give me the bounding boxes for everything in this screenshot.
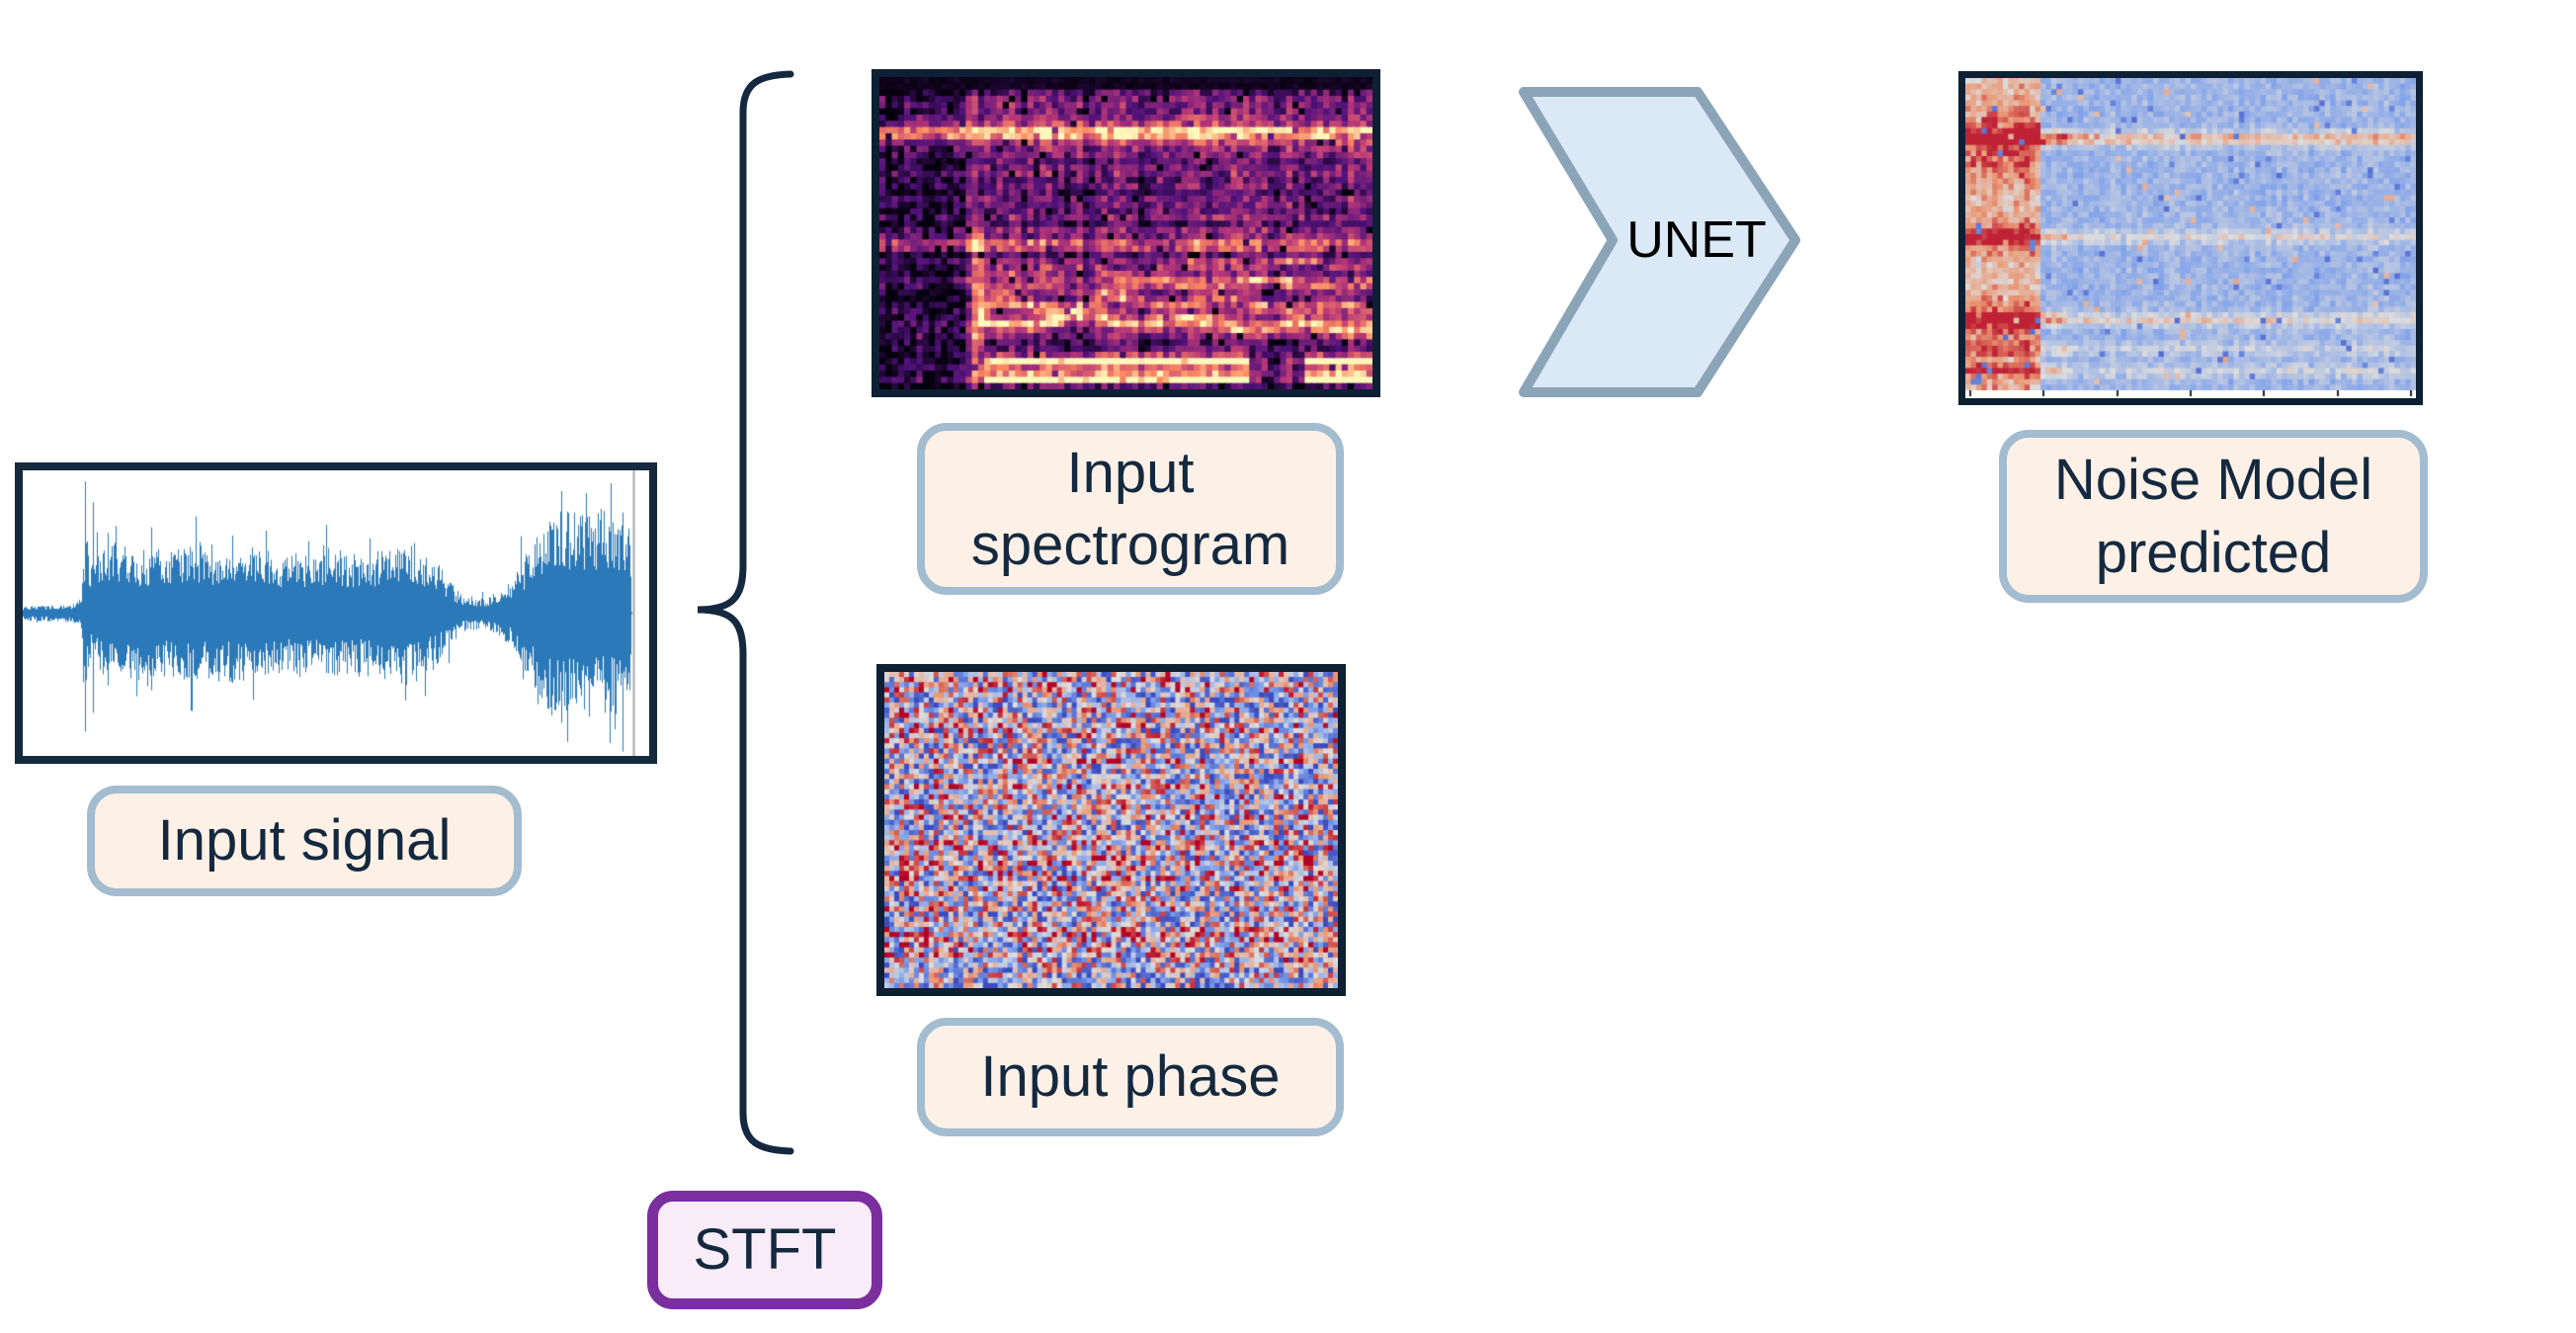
unet-label: UNET — [1626, 211, 1767, 269]
phase-heatmap — [884, 672, 1338, 988]
noise-model-heatmap — [1965, 78, 2416, 398]
input-phase-label-text: Input phase — [980, 1044, 1281, 1110]
input-phase-image — [876, 664, 1346, 996]
stft-label-text: STFT — [693, 1217, 837, 1283]
input-spectrogram-label-text: Input spectrogram — [970, 440, 1290, 577]
unet-arrow — [1519, 87, 1800, 397]
waveform-image — [23, 470, 649, 756]
input-phase-label: Input phase — [917, 1018, 1344, 1136]
input-signal-label: Input signal — [87, 786, 522, 896]
noise-model-label-text: Noise Model predicted — [2053, 448, 2373, 585]
brace-path — [697, 70, 794, 1155]
noise-model-label: Noise Model predicted — [1999, 430, 2428, 603]
input-spectrogram-label: Input spectrogram — [917, 423, 1344, 595]
input-signal-plot — [15, 462, 657, 764]
input-spectrogram-image — [872, 69, 1380, 397]
unet-arrow-shape — [1519, 87, 1800, 397]
stft-label: STFT — [647, 1191, 882, 1309]
noise-model-image — [1958, 71, 2423, 405]
spectrogram-heatmap — [879, 77, 1372, 389]
input-signal-label-text: Input signal — [157, 808, 452, 874]
brace-connector — [697, 70, 794, 1155]
